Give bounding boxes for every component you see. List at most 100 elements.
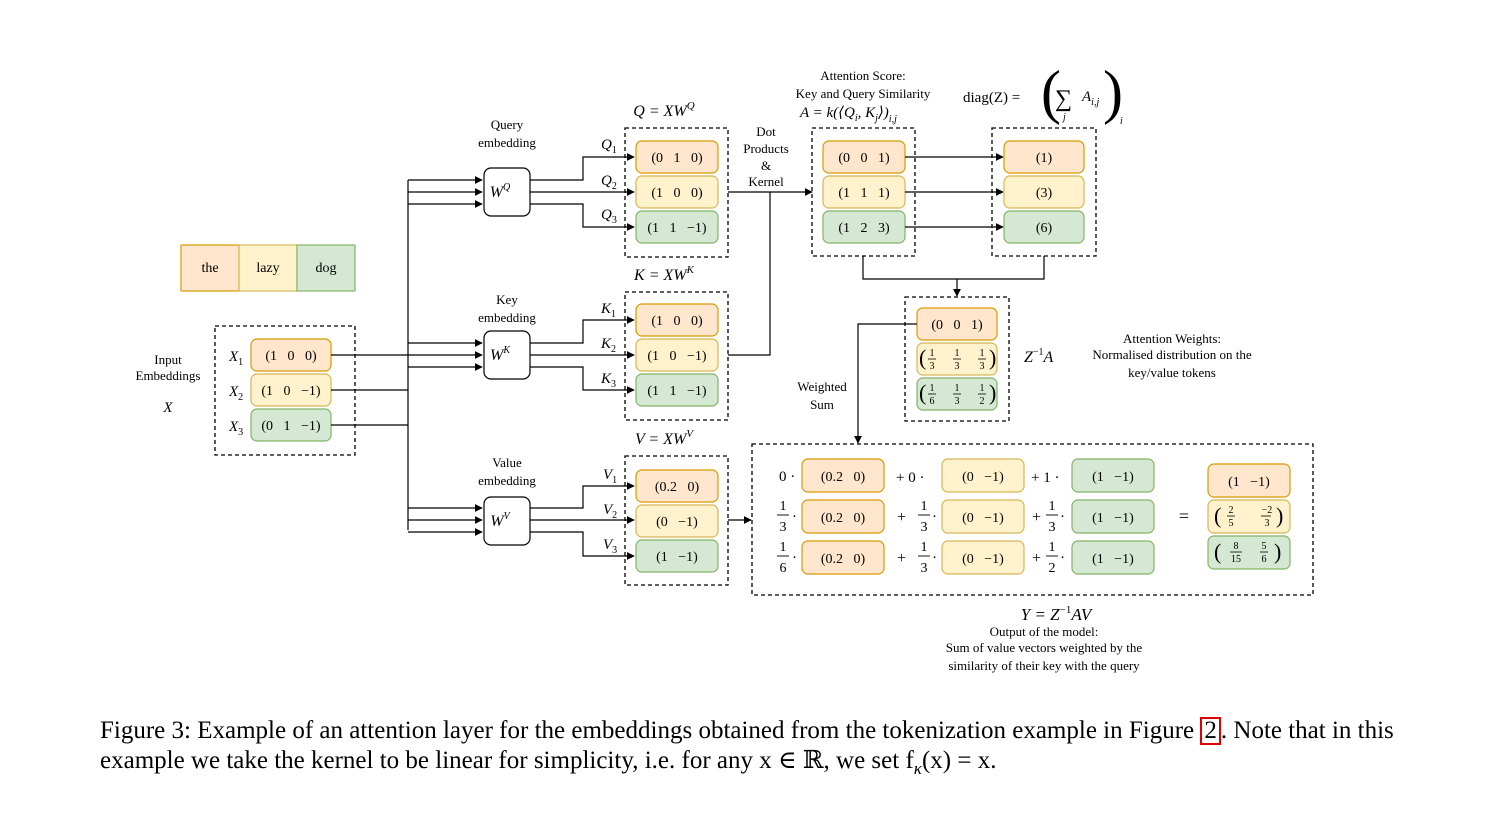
svg-text:1: 1 (780, 540, 787, 555)
svg-text:): ) (1274, 539, 1281, 564)
diag-sum-symbol: ∑ (1055, 86, 1072, 112)
figure-reference-link[interactable]: 2 (1200, 717, 1221, 745)
output-formula: Y = Z−1AV (1021, 604, 1094, 624)
weights-row-2-fracs: ( 1 3 1 3 1 3 ) (919, 345, 996, 372)
diag-row-1-box (1003, 140, 1085, 174)
token-lazy: lazy (256, 261, 279, 276)
attention-score-label-line2: Key and Query Similarity (796, 86, 931, 101)
input-row-1-vec: (1 0 0) (265, 349, 317, 364)
svg-text:2: 2 (980, 396, 985, 407)
svg-text:·: · (1060, 550, 1065, 566)
output-r3-c3-box (1071, 540, 1155, 575)
svg-text:3: 3 (780, 520, 787, 535)
dot-product-connectors: Dot Products & Kernel (728, 124, 813, 524)
svg-text:3: 3 (921, 561, 928, 576)
query-row-1-label: Q1 (601, 137, 617, 156)
diag-row-2-vec: (3) (1036, 186, 1053, 201)
output-r2-c2-vec: (0 −1) (962, 511, 1004, 526)
query-row-3-box (635, 210, 719, 244)
svg-text:15: 15 (1231, 554, 1241, 565)
svg-text:1: 1 (980, 383, 985, 394)
weighted-sum-label-line2: Sum (810, 397, 834, 412)
value-row-2-box (635, 504, 719, 538)
query-label-line2: embedding (478, 135, 536, 150)
input-row-3-label: X3 (228, 419, 243, 438)
weights-symbol: Z−1A (1024, 347, 1054, 366)
output-r3-c2-vec: (0 −1) (962, 552, 1004, 567)
output-r1-c2-vec: (0 −1) (962, 470, 1004, 485)
value-weight-label: WV (490, 511, 511, 530)
output-label-line3: similarity of their key with the query (948, 658, 1140, 673)
svg-text:(: ( (1214, 539, 1221, 564)
caption-prefix: Figure 3: Example of an attention layer … (100, 717, 1195, 744)
weighted-sum-label-line1: Weighted (797, 379, 847, 394)
svg-text:3: 3 (1049, 520, 1056, 535)
query-container (624, 127, 729, 258)
key-row-1-box (635, 303, 719, 337)
query-projection: Query embedding WQ Q = XWQ (0 1 0) (1 0 … (478, 100, 729, 258)
attention-weights: (0 0 1) ( 1 3 1 3 1 3 ) ( 1 6 1 3 1 2 ) (797, 296, 1252, 444)
caption-kappa: κ (913, 759, 922, 778)
output-r3-c1-vec: (0.2 0) (821, 552, 866, 567)
input-row-2-vec: (1 0 −1) (261, 384, 321, 399)
diag-row-3-box (1003, 210, 1085, 244)
value-row-3-box (635, 539, 719, 573)
value-row-1-box (635, 469, 719, 503)
query-row-3-label: Q3 (601, 207, 617, 226)
output-r1-op2: + 0 · (896, 470, 924, 486)
key-label-line1: Key (496, 292, 518, 307)
value-label-line2: embedding (478, 473, 536, 488)
output-row-1-coef: 0 · (779, 469, 795, 485)
svg-text:3: 3 (921, 520, 928, 535)
token-box-lazy (238, 244, 298, 292)
svg-text:1: 1 (921, 499, 928, 514)
key-row-2-label: K2 (600, 336, 616, 355)
svg-text:): ) (1276, 503, 1283, 528)
attention-score-row-3-vec: (1 2 3) (838, 221, 890, 236)
input-symbol: X (162, 400, 173, 416)
svg-text:3: 3 (930, 361, 935, 372)
svg-text:6: 6 (780, 561, 787, 576)
key-weight-label: WK (490, 345, 511, 364)
normalisation-connectors (862, 256, 1045, 297)
output-r2-c3-box (1071, 499, 1155, 534)
diag-row-2-box (1003, 175, 1085, 209)
svg-text:1: 1 (1049, 499, 1056, 514)
value-projection: Value embedding WV V = XWV (0.2 0) (0 −1… (478, 428, 729, 586)
value-container (624, 455, 729, 586)
output-row-3-coef: 1 6 · (777, 540, 797, 576)
dot-label-line1: Dot (756, 124, 776, 139)
output-r2-c3-vec: (1 −1) (1092, 511, 1134, 526)
svg-text:+: + (897, 550, 906, 567)
svg-text:·: · (792, 509, 797, 525)
svg-text:1: 1 (955, 348, 960, 359)
result-row-1-vec: (1 −1) (1228, 475, 1270, 490)
attention-score-row-2-vec: (1 1 1) (838, 186, 890, 201)
attention-score: Attention Score: Key and Query Similarit… (796, 68, 1004, 257)
attention-diagram: the lazy dog Input Embeddings X (1 0 0) … (136, 59, 1314, 673)
svg-text:1: 1 (780, 499, 787, 514)
result-row-1-box (1207, 463, 1291, 498)
svg-text:5: 5 (1229, 518, 1234, 529)
key-row-3-vec: (1 1 −1) (647, 384, 707, 399)
key-row-1-label: K1 (600, 301, 616, 320)
output-r3-c2-box (941, 540, 1025, 575)
token-box-the (180, 244, 240, 292)
token-the: the (201, 261, 218, 276)
value-row-2-vec: (0 −1) (656, 515, 698, 530)
key-row-2-box (635, 338, 719, 372)
output-r3-c3-vec: (1 −1) (1092, 552, 1134, 567)
token-strip: the lazy dog (180, 244, 356, 292)
output-r2-op3: + 1 3 · (1032, 499, 1065, 535)
query-row-3-vec: (1 1 −1) (647, 221, 707, 236)
svg-text:·: · (1060, 509, 1065, 525)
query-title: Q = XWQ (633, 100, 694, 120)
attention-score-formula: A = k(⟨Qi, Kj⟩)i,j (799, 105, 897, 125)
svg-text:(: ( (919, 380, 926, 405)
input-label-line1: Input (154, 352, 182, 367)
output-r3-op3: + 1 2 · (1032, 540, 1065, 576)
svg-text:(: ( (1214, 503, 1221, 528)
output-r1-c3-vec: (1 −1) (1092, 470, 1134, 485)
result-row-3-box (1207, 535, 1291, 570)
svg-text:3: 3 (980, 361, 985, 372)
